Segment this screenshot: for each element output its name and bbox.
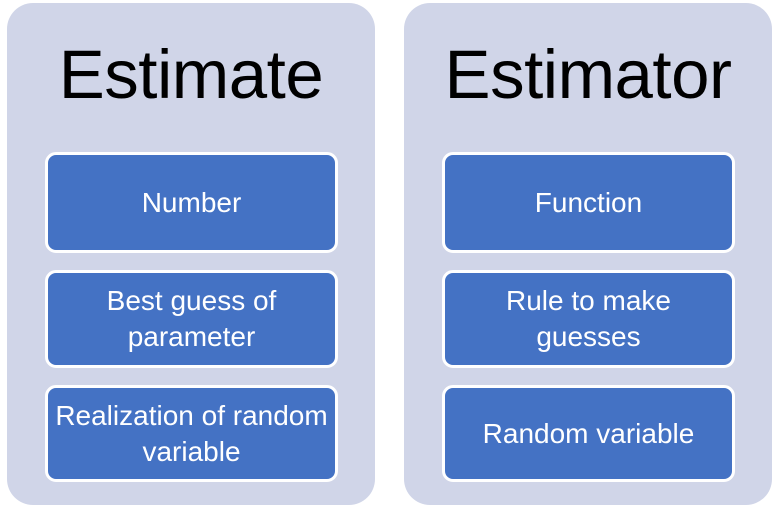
panel-estimator: Estimator Function Rule to make guesses … xyxy=(404,3,772,505)
item-estimate-1-label: Number xyxy=(141,186,242,218)
item-estimator-1: Function xyxy=(442,152,735,253)
item-estimate-3: Realization of random variable xyxy=(45,385,338,482)
item-estimate-1: Number xyxy=(45,152,338,253)
item-estimator-2-label: Rule to make guesses xyxy=(506,285,671,352)
item-estimator-2: Rule to make guesses xyxy=(442,270,735,368)
item-estimator-1-label: Function xyxy=(534,186,643,218)
panel-estimator-title: Estimator xyxy=(444,36,732,113)
item-estimate-3-label: Realization of random variable xyxy=(55,399,328,467)
item-estimate-2: Best guess of parameter xyxy=(45,270,338,368)
item-estimator-3: Random variable xyxy=(442,385,735,482)
panel-estimate-title: Estimate xyxy=(58,36,324,113)
item-estimate-2-label: Best guess of parameter xyxy=(106,285,277,352)
panel-estimate-item-list: Number Best guess of parameter Realizati… xyxy=(45,152,338,482)
item-estimator-3-label: Random variable xyxy=(482,417,695,449)
panel-estimate: Estimate Number Best guess of parameter … xyxy=(7,3,375,505)
panel-estimator-item-list: Function Rule to make guesses Random var… xyxy=(442,152,735,482)
